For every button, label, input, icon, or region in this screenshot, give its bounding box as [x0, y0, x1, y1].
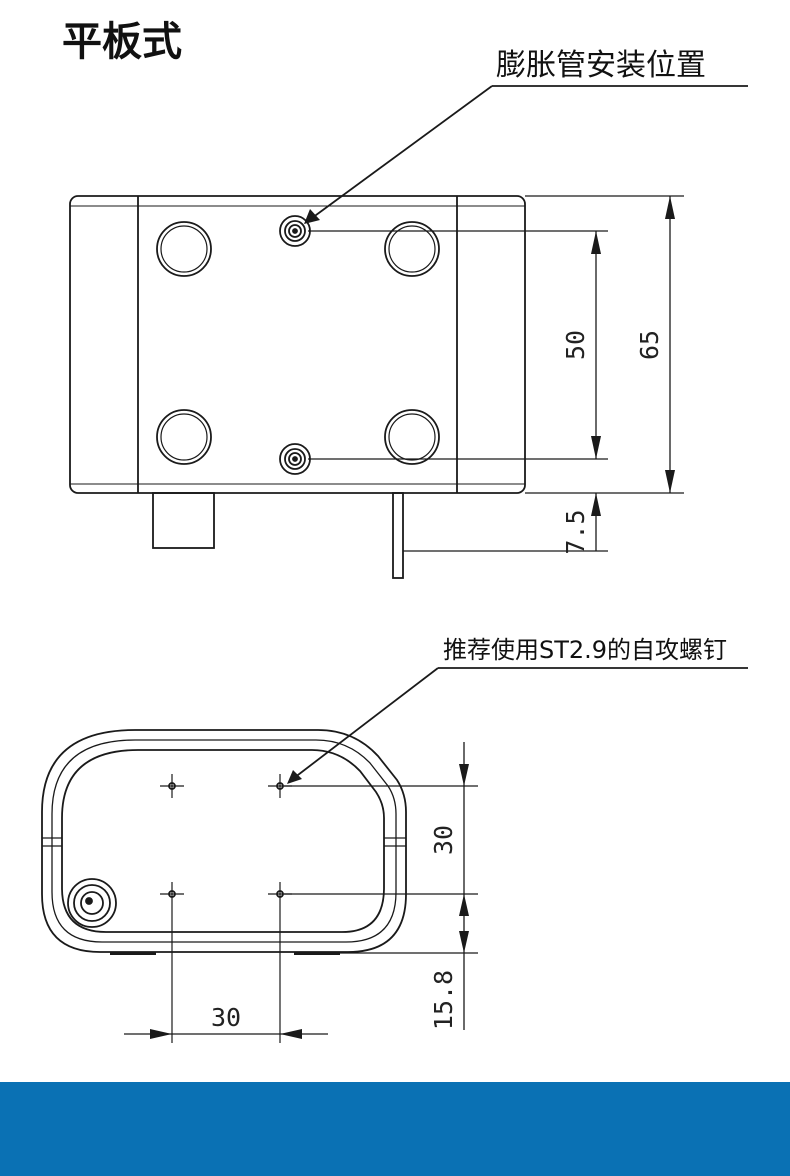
page-title: 平板式	[62, 19, 182, 65]
housing-outer-outline	[41, 729, 407, 953]
housing-mid-outline	[51, 739, 397, 943]
screw-mark-bottom-left	[160, 882, 184, 906]
dim-label-15-8: 15.8	[429, 970, 458, 1030]
connector-port	[67, 878, 117, 928]
top-callout-label: 膨胀管安装位置	[496, 48, 706, 83]
expansion-hole-top	[279, 215, 311, 247]
housing-inner-outline	[61, 749, 385, 933]
bottom-callout-arrowhead	[287, 770, 302, 784]
technical-drawing: 平板式 膨胀管安装位置	[41, 19, 748, 1043]
expansion-hole-bottom	[279, 443, 311, 475]
hole-bottom-right	[384, 409, 440, 465]
dim-label-50: 50	[561, 330, 590, 360]
screw-mark-top-left	[160, 774, 184, 798]
hole-top-right	[384, 221, 440, 277]
hole-bottom-left	[156, 409, 212, 465]
footer-band	[0, 1082, 790, 1176]
dim-label-bottom-30-vertical: 30	[429, 825, 458, 855]
top-view: 膨胀管安装位置	[69, 48, 748, 579]
dim-label-7-5: 7.5	[561, 509, 590, 554]
connector-block	[152, 492, 215, 549]
dim-label-65: 65	[635, 330, 664, 360]
bottom-callout-arrow-line	[293, 667, 439, 779]
bottom-view: 推荐使用ST2.9的自攻螺钉	[41, 636, 748, 1043]
pin	[392, 492, 404, 579]
hole-top-left	[156, 221, 212, 277]
dim-label-bottom-30-horizontal: 30	[211, 1003, 241, 1032]
top-callout-arrow-line	[311, 85, 493, 219]
top-callout-arrowhead	[304, 209, 320, 224]
bottom-callout-label: 推荐使用ST2.9的自攻螺钉	[443, 636, 727, 664]
top-body-outline	[69, 195, 526, 494]
